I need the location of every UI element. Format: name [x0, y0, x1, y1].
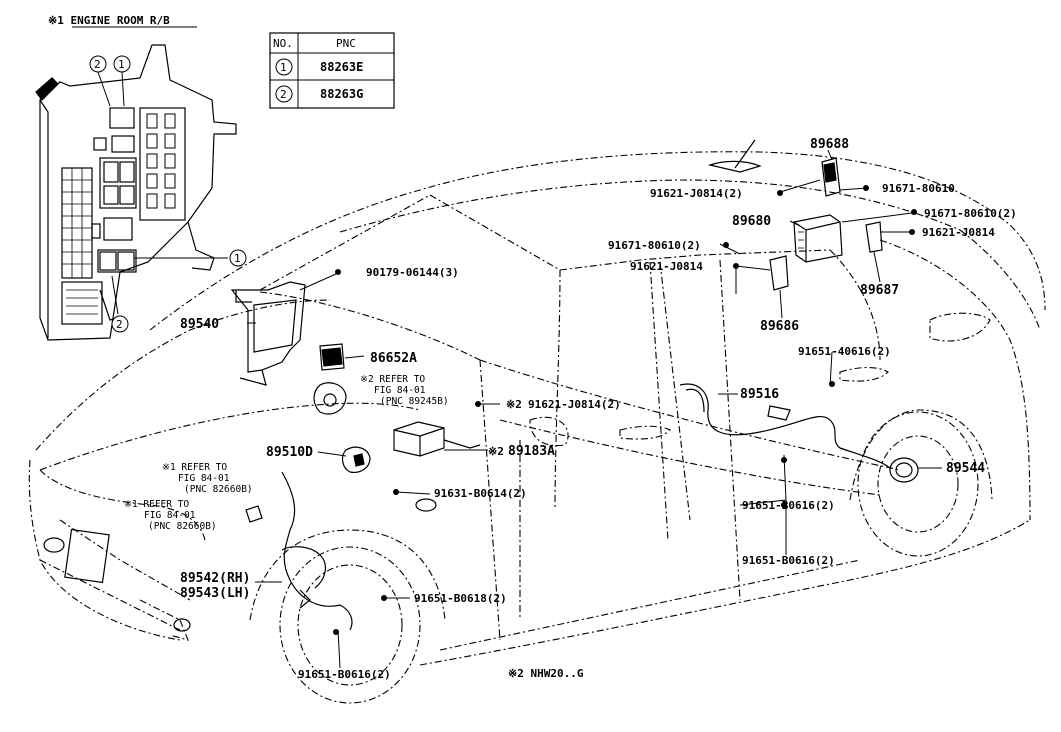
ref-82660b-a-line2: FIG 84-01	[178, 473, 230, 484]
label-86652a: 86652A	[370, 351, 417, 366]
label-89543-lh: 89543(LH)	[180, 586, 250, 601]
label-89544: 89544	[946, 461, 985, 476]
table-row-1-pnc: 88263E	[320, 60, 363, 74]
table-header-no: NO.	[273, 37, 293, 50]
component-illustrations	[230, 157, 919, 631]
engine-room-note: ※1 ENGINE ROOM R/B	[48, 14, 170, 27]
callout-2-bottom: 2	[116, 318, 123, 331]
fasteners	[333, 185, 917, 635]
label-91671-80610-2-right: 91671-80610(2)	[924, 207, 1017, 220]
label-90179-06144: 90179-06144(3)	[366, 266, 459, 279]
label-89510d: 89510D	[266, 445, 313, 460]
ref-89245b-line3: (PNC 89245B)	[380, 396, 449, 407]
callout-2-top: 2	[94, 58, 101, 71]
mark-note-2-a: ※2	[506, 398, 522, 411]
label-89688: 89688	[810, 137, 849, 152]
mark-note-2-b: ※2	[488, 445, 504, 458]
table-row-2-no: 2	[280, 88, 287, 101]
label-89680: 89680	[732, 214, 771, 229]
label-91651-b0616-2-lower: 91651-B0616(2)	[742, 554, 835, 567]
ref-89245b-line1: ※2 REFER TO	[360, 374, 425, 385]
ref-82660b-b-line1: ※1 REFER TO	[124, 499, 189, 510]
label-89540: 89540	[180, 317, 219, 332]
label-89183a: 89183A	[508, 444, 555, 459]
label-91651-b0616-2-upper: 91651-B0616(2)	[742, 499, 835, 512]
label-91621-j0814-2-top: 91621-J0814(2)	[650, 187, 743, 200]
ref-82660b-b-line2: FIG 84-01	[144, 510, 196, 521]
footer-note: ※2 NHW20..G	[508, 667, 584, 680]
pnc-table: NO. PNC 1 88263E 2 88263G	[269, 32, 395, 109]
table-row-1-no: 1	[280, 61, 287, 74]
label-89687: 89687	[860, 283, 899, 298]
table-row-2-pnc: 88263G	[320, 87, 363, 101]
label-91621-j0814-left: 91621-J0814	[630, 260, 703, 273]
label-89686: 89686	[760, 319, 799, 334]
label-91621-j0814-2-mid: 91621-J0814(2)	[528, 398, 621, 411]
callout-circles: 2 1 1 2	[89, 55, 247, 333]
label-91651-40616: 91651-40616(2)	[798, 345, 891, 358]
label-89516: 89516	[740, 387, 779, 402]
label-89542-rh: 89542(RH)	[180, 571, 250, 586]
ref-82660b-a-line3: (PNC 82660B)	[184, 484, 253, 495]
ref-82660b-a-line1: ※1 REFER TO	[162, 462, 227, 473]
vehicle-outline	[28, 139, 1046, 704]
label-91671-80610: 91671-80610	[882, 182, 955, 195]
label-91651-b0616-2-bottom: 91651-B0616(2)	[298, 668, 391, 681]
engine-room-relay-box-illustration	[35, 44, 237, 341]
callout-1-top: 1	[118, 58, 125, 71]
callout-1-right: 1	[234, 252, 241, 265]
label-91621-j0814-right: 91621-J0814	[922, 226, 995, 239]
label-91631-b0614: 91631-B0614(2)	[434, 487, 527, 500]
ref-82660b-b-line3: (PNC 82660B)	[148, 521, 217, 532]
table-header-pnc: PNC	[336, 37, 356, 50]
ref-89245b-line2: FIG 84-01	[374, 385, 426, 396]
label-91671-80610-2-left: 91671-80610(2)	[608, 239, 701, 252]
label-91651-b0618: 91651-B0618(2)	[414, 592, 507, 605]
